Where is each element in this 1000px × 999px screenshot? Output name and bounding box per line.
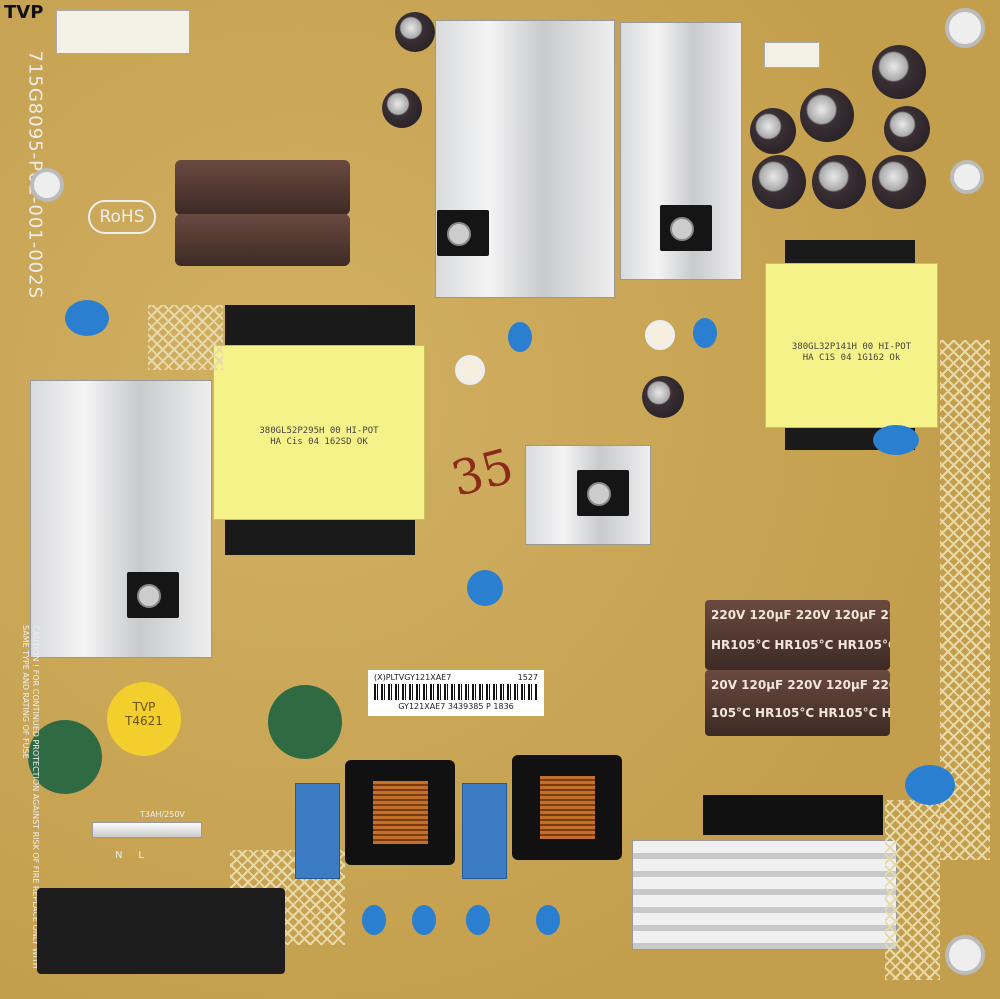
- caution-text: CAUTION ! FOR CONTINUED PROTECTION AGAIN…: [21, 625, 40, 969]
- y-capacitor: [412, 905, 436, 935]
- transistor: [127, 572, 179, 618]
- transformer-right: 380GL32P141H 00 HI-POT HA C1S 04 1G162 O…: [765, 263, 938, 428]
- transformer-left-line2: HA Cis 04 162SD OK: [270, 437, 368, 447]
- transformer-right-line1: 380GL32P141H 00 HI-POT: [791, 342, 912, 352]
- x-capacitor: [295, 783, 340, 879]
- y-capacitor: [65, 300, 109, 336]
- capacitor: [884, 106, 930, 152]
- y-capacitor: [466, 905, 490, 935]
- thermistor: [268, 685, 342, 759]
- y-capacitor: [905, 765, 955, 805]
- mounting-hole: [950, 160, 984, 194]
- transformer-left: 380GL52P295H 00 HI-POT HA Cis 04 162SD O…: [213, 345, 425, 520]
- mounting-hole: [945, 8, 985, 48]
- common-mode-choke: [512, 755, 622, 860]
- bulk-capacitor: 220V 120µF 220V 120µF 220V 1 HR105°C HR1…: [705, 600, 890, 670]
- capacitor: [800, 88, 854, 142]
- capacitor: [872, 155, 926, 209]
- transistor: [437, 210, 489, 256]
- capacitor: [395, 12, 435, 52]
- connector-label: N L: [115, 850, 144, 861]
- capacitor-pair: [175, 214, 350, 266]
- mounting-hole: [30, 168, 64, 202]
- y-capacitor: [362, 905, 386, 935]
- capacitor: [872, 45, 926, 99]
- transistor: [577, 470, 629, 516]
- output-terminal: [703, 795, 883, 835]
- x-capacitor: [462, 783, 507, 879]
- connector-top-left: [56, 10, 190, 54]
- transistor: [660, 205, 712, 251]
- capacitor: [750, 108, 796, 154]
- capacitor-pair: [175, 160, 350, 215]
- capacitor-text: 220V 120µF 220V 120µF 220V 1: [711, 608, 890, 622]
- transformer-right-line2: HA C1S 04 1G162 Ok: [802, 353, 901, 363]
- mounting-hole: [455, 355, 485, 385]
- capacitor-text: HR105°C HR105°C HR105°C: [711, 638, 890, 652]
- fuse-label: T3AH/250V: [140, 810, 185, 819]
- thermistor: [28, 720, 102, 794]
- mounting-hole: [645, 320, 675, 350]
- fuse: [92, 822, 202, 838]
- silkscreen-hatch: [885, 800, 940, 980]
- heatsink: [632, 840, 897, 950]
- capacitor-text: 20V 120µF 220V 120µF 220V 120: [711, 678, 890, 692]
- connector-top-right: [764, 42, 820, 68]
- capacitor-text: 105°C HR105°C HR105°C HR105: [711, 706, 890, 720]
- capacitor: [812, 155, 866, 209]
- capacitor: [642, 376, 684, 418]
- barcode: [374, 684, 538, 700]
- mounting-hole: [945, 935, 985, 975]
- heatsink: [30, 380, 212, 658]
- y-capacitor: [873, 425, 919, 455]
- ac-input-connector: [37, 888, 285, 974]
- heatsink: [435, 20, 615, 298]
- watermark: TVP: [4, 2, 44, 23]
- y-capacitor: [508, 322, 532, 352]
- rohs-mark: RoHS: [88, 200, 156, 234]
- common-mode-choke: [345, 760, 455, 865]
- y-capacitor: [536, 905, 560, 935]
- barcode-top-text: (X)PLTVGY121XAE7: [374, 673, 452, 682]
- y-capacitor: [693, 318, 717, 348]
- barcode-label: (X)PLTVGY121XAE7 1527 GY121XAE7 3439385 …: [368, 670, 544, 716]
- capacitor: [752, 155, 806, 209]
- varistor: TVP T4621: [107, 682, 181, 756]
- silkscreen-hatch: [148, 305, 223, 370]
- bulk-capacitor: 20V 120µF 220V 120µF 220V 120 105°C HR10…: [705, 670, 890, 736]
- handwritten-mark: 35: [445, 438, 520, 508]
- barcode-code: 1527: [517, 673, 538, 682]
- capacitor: [382, 88, 422, 128]
- barcode-bottom-text: GY121XAE7 3439385 P 1836: [398, 702, 514, 711]
- transformer-left-line1: 380GL52P295H 00 HI-POT: [259, 426, 379, 436]
- y-capacitor: [467, 570, 503, 606]
